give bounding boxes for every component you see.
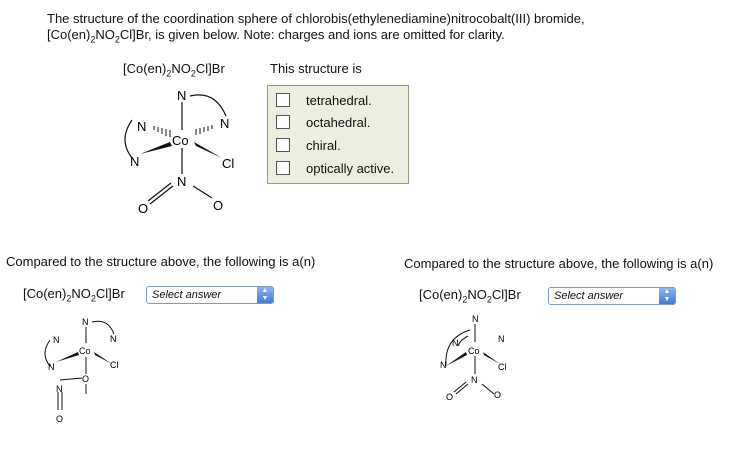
atom-co: Co bbox=[468, 346, 480, 356]
structure-left: N N N Co N Cl O N O bbox=[44, 317, 119, 424]
atom-o-right: O bbox=[213, 198, 223, 213]
atom-n-left: N bbox=[53, 335, 60, 345]
this-structure-label: This structure is bbox=[270, 61, 362, 76]
atom-n-right: N bbox=[220, 116, 229, 131]
atom-co: Co bbox=[172, 133, 189, 148]
compare-text-left: Compared to the structure above, the fol… bbox=[6, 254, 316, 269]
select-arrows-icon: ▲▼ bbox=[257, 287, 273, 303]
atom-o-left: O bbox=[138, 201, 148, 216]
formula-left: [Co(en)2NO2Cl]Br bbox=[23, 286, 125, 304]
atom-n-top: N bbox=[82, 317, 89, 327]
atom-n-top: N bbox=[472, 314, 479, 324]
atom-n-lower-left: N bbox=[440, 360, 447, 370]
select-arrows-icon: ▲▼ bbox=[659, 288, 675, 304]
atom-cl: Cl bbox=[110, 360, 119, 370]
atom-cl: Cl bbox=[222, 156, 234, 171]
intro-line-1: The structure of the coordination sphere… bbox=[47, 11, 585, 26]
select-answer-right[interactable]: Select answer ▲▼ bbox=[548, 287, 676, 305]
question-intro: The structure of the coordination sphere… bbox=[47, 11, 707, 48]
atom-n-nitro: N bbox=[177, 174, 186, 189]
choice-chiral[interactable]: chiral. bbox=[276, 135, 341, 155]
atom-n-left: N bbox=[137, 119, 146, 134]
atom-co: Co bbox=[79, 346, 91, 356]
atom-n-top: N bbox=[177, 88, 186, 103]
atom-o-bottom: O bbox=[56, 414, 63, 424]
select-answer-left[interactable]: Select answer ▲▼ bbox=[146, 286, 274, 304]
main-formula: [Co(en)2NO2Cl]Br bbox=[123, 61, 225, 79]
main-structure: N N N Co N Cl N O O bbox=[124, 88, 234, 216]
atom-n-lower-left: N bbox=[130, 154, 139, 169]
checkbox[interactable] bbox=[276, 138, 290, 152]
atom-n-right: N bbox=[110, 334, 117, 344]
checkbox[interactable] bbox=[276, 93, 290, 107]
checkbox[interactable] bbox=[276, 115, 290, 129]
choices-box: tetrahedral. octahedral. chiral. optical… bbox=[267, 85, 409, 184]
checkbox[interactable] bbox=[276, 161, 290, 175]
compare-text-right: Compared to the structure above, the fol… bbox=[404, 256, 714, 271]
atom-cl: Cl bbox=[498, 362, 507, 372]
atom-n-lower-left: N bbox=[48, 362, 55, 372]
intro-line-2: [Co(en)2NO2Cl]Br, is given below. Note: … bbox=[47, 27, 505, 45]
atom-n-right: N bbox=[498, 334, 505, 344]
atom-n-nitrito: N bbox=[56, 384, 63, 394]
atom-o-left: O bbox=[446, 392, 453, 402]
choice-octahedral[interactable]: octahedral. bbox=[276, 112, 370, 132]
atom-n-nitro: N bbox=[471, 375, 478, 385]
formula-right: [Co(en)2NO2Cl]Br bbox=[419, 287, 521, 305]
choice-optically-active[interactable]: optically active. bbox=[276, 158, 394, 178]
choice-tetrahedral[interactable]: tetrahedral. bbox=[276, 90, 372, 110]
structure-right: N N N Co N Cl N O O bbox=[440, 314, 507, 402]
atom-o: O bbox=[82, 374, 89, 384]
atom-n-left: N bbox=[452, 338, 459, 348]
atom-o-right: O bbox=[494, 390, 501, 400]
